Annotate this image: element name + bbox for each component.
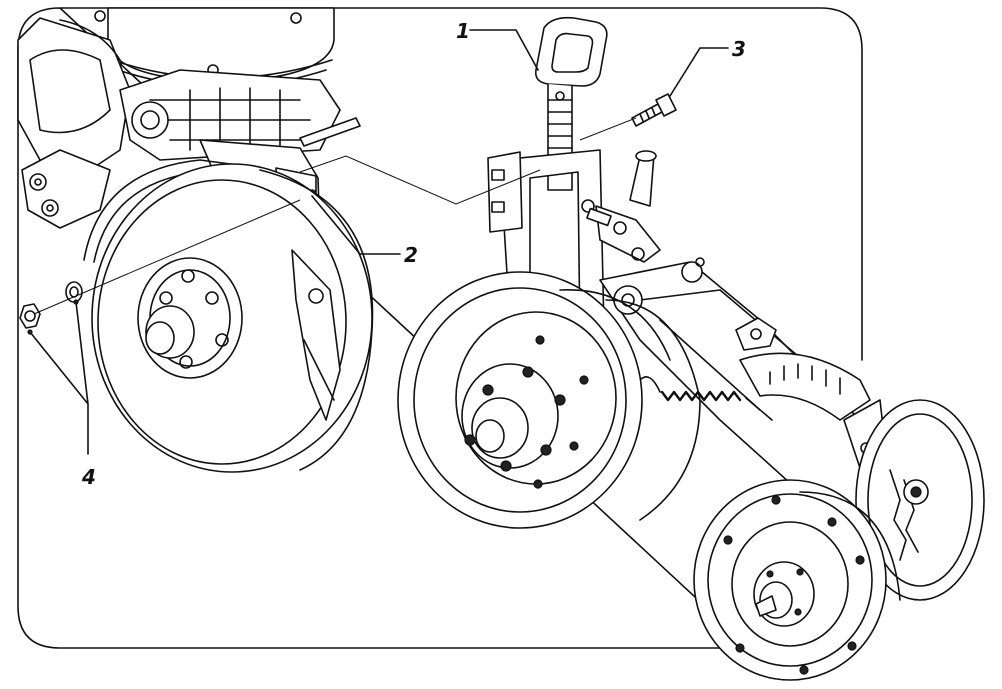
callout-3: 3	[669, 37, 746, 97]
seeding-unit	[17, 7, 374, 473]
nut-and-washer	[19, 281, 83, 329]
tension-spring	[660, 390, 742, 402]
callout-3-label: 3	[732, 37, 746, 61]
callout-4-label: 4	[81, 465, 96, 489]
press-wheel-assembly	[397, 16, 985, 681]
callout-4: 4	[27, 299, 96, 489]
assembly-axis-line	[33, 199, 301, 315]
bolt-part	[631, 93, 677, 127]
assembly-axis-line-3	[579, 117, 637, 141]
callout-2: 2	[311, 195, 418, 267]
callout-1-label: 1	[456, 19, 470, 43]
callout-2-label: 2	[404, 243, 418, 267]
assembly-axis-line-2	[299, 155, 541, 205]
diagram-frame	[17, 7, 863, 649]
callout-1: 1	[456, 19, 539, 71]
